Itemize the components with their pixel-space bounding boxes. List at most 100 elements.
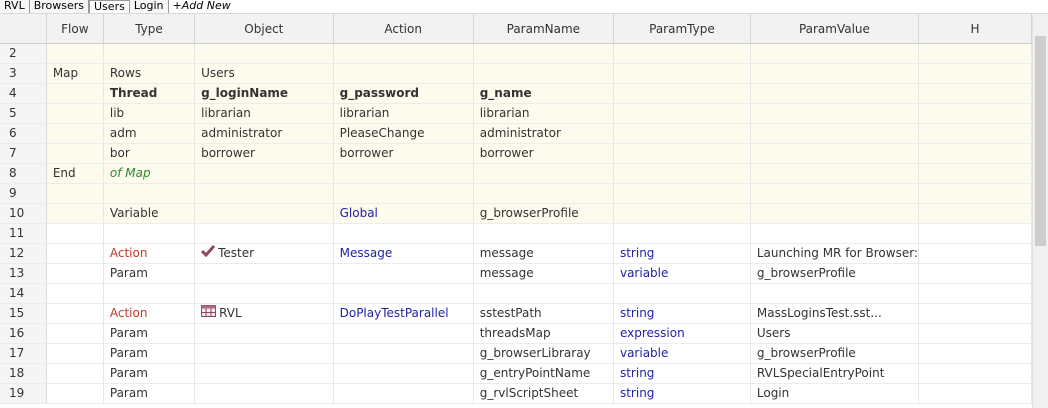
- row-number[interactable]: 2: [0, 43, 47, 64]
- cell-flow[interactable]: [46, 83, 104, 104]
- cell-paramtype[interactable]: [613, 43, 751, 64]
- column-header-type[interactable]: Type: [103, 14, 196, 44]
- cell-type[interactable]: Param: [103, 323, 196, 344]
- cell-action[interactable]: [333, 283, 474, 304]
- cell-object[interactable]: [194, 163, 334, 184]
- cell-paramvalue[interactable]: [750, 43, 919, 64]
- cell-object[interactable]: borrower: [194, 143, 334, 164]
- cell-h[interactable]: [918, 103, 1032, 124]
- cell-action[interactable]: [333, 343, 474, 364]
- cell-object[interactable]: [194, 263, 334, 284]
- cell-h[interactable]: [918, 123, 1032, 144]
- cell-flow[interactable]: [46, 243, 104, 264]
- cell-object[interactable]: administrator: [194, 123, 334, 144]
- cell-paramvalue[interactable]: Users: [750, 323, 919, 344]
- cell-type[interactable]: Action: [103, 243, 196, 264]
- cell-paramvalue[interactable]: [750, 163, 919, 184]
- cell-type[interactable]: [103, 183, 196, 204]
- cell-flow[interactable]: [46, 383, 104, 404]
- row-number[interactable]: 6: [0, 123, 47, 144]
- cell-paramtype[interactable]: [613, 123, 751, 144]
- cell-paramtype[interactable]: [613, 83, 751, 104]
- cell-type[interactable]: Param: [103, 263, 196, 284]
- cell-paramname[interactable]: borrower: [473, 143, 614, 164]
- cell-type[interactable]: Rows: [103, 63, 196, 84]
- cell-paramtype[interactable]: [613, 163, 751, 184]
- cell-paramvalue[interactable]: [750, 143, 919, 164]
- cell-object[interactable]: [194, 323, 334, 344]
- cell-paramvalue[interactable]: [750, 63, 919, 84]
- cell-type[interactable]: adm: [103, 123, 196, 144]
- cell-type[interactable]: Param: [103, 363, 196, 384]
- cell-paramname[interactable]: message: [473, 243, 614, 264]
- cell-paramtype[interactable]: [613, 283, 751, 304]
- cell-object[interactable]: [194, 383, 334, 404]
- row-number[interactable]: 11: [0, 223, 47, 244]
- cell-flow[interactable]: End: [46, 163, 104, 184]
- cell-h[interactable]: [918, 263, 1032, 284]
- cell-action[interactable]: PleaseChange: [333, 123, 474, 144]
- tab-users[interactable]: Users: [89, 0, 130, 13]
- column-header-paramvalue[interactable]: ParamValue: [750, 14, 919, 44]
- cell-paramname[interactable]: g_rvlScriptSheet: [473, 383, 614, 404]
- cell-paramvalue[interactable]: [750, 83, 919, 104]
- column-header-object[interactable]: Object: [194, 14, 334, 44]
- cell-paramvalue[interactable]: [750, 103, 919, 124]
- cell-type[interactable]: lib: [103, 103, 196, 124]
- cell-h[interactable]: [918, 43, 1032, 64]
- cell-paramname[interactable]: [473, 63, 614, 84]
- cell-action[interactable]: [333, 323, 474, 344]
- cell-h[interactable]: [918, 163, 1032, 184]
- tab-login[interactable]: Login: [129, 0, 169, 13]
- row-number[interactable]: 9: [0, 183, 47, 204]
- cell-h[interactable]: [918, 203, 1032, 224]
- cell-flow[interactable]: [46, 263, 104, 284]
- cell-paramname[interactable]: sstestPath: [473, 303, 614, 324]
- cell-flow[interactable]: [46, 223, 104, 244]
- cell-flow[interactable]: [46, 143, 104, 164]
- cell-type[interactable]: Thread: [103, 83, 196, 104]
- cell-action[interactable]: Message: [333, 243, 474, 264]
- cell-paramvalue[interactable]: [750, 123, 919, 144]
- cell-object[interactable]: [194, 43, 334, 64]
- row-number[interactable]: 17: [0, 343, 47, 364]
- row-number[interactable]: 16: [0, 323, 47, 344]
- row-number[interactable]: 19: [0, 383, 47, 404]
- cell-flow[interactable]: [46, 203, 104, 224]
- cell-object[interactable]: Tester: [194, 243, 334, 264]
- cell-paramtype[interactable]: [613, 103, 751, 124]
- cell-object[interactable]: [194, 283, 334, 304]
- cell-action[interactable]: librarian: [333, 103, 474, 124]
- cell-paramname[interactable]: [473, 183, 614, 204]
- cell-object[interactable]: [194, 363, 334, 384]
- cell-paramvalue[interactable]: [750, 183, 919, 204]
- cell-action[interactable]: [333, 263, 474, 284]
- cell-paramtype[interactable]: [613, 63, 751, 84]
- row-number[interactable]: 8: [0, 163, 47, 184]
- cell-action[interactable]: [333, 163, 474, 184]
- row-number[interactable]: 15: [0, 303, 47, 324]
- cell-type[interactable]: Param: [103, 383, 196, 404]
- cell-flow[interactable]: [46, 303, 104, 324]
- cell-paramtype[interactable]: variable: [613, 343, 751, 364]
- cell-paramname[interactable]: g_browserProfile: [473, 203, 614, 224]
- cell-type[interactable]: of Map: [103, 163, 196, 184]
- cell-action[interactable]: [333, 223, 474, 244]
- column-header-paramtype[interactable]: ParamType: [613, 14, 751, 44]
- row-number[interactable]: 14: [0, 283, 47, 304]
- cell-paramtype[interactable]: [613, 143, 751, 164]
- cell-paramvalue[interactable]: g_browserProfile: [750, 263, 919, 284]
- row-number[interactable]: 12: [0, 243, 47, 264]
- cell-h[interactable]: [918, 243, 1032, 264]
- cell-object[interactable]: [194, 223, 334, 244]
- cell-h[interactable]: [918, 183, 1032, 204]
- cell-type[interactable]: [103, 283, 196, 304]
- cell-flow[interactable]: [46, 123, 104, 144]
- cell-paramname[interactable]: message: [473, 263, 614, 284]
- cell-object[interactable]: librarian: [194, 103, 334, 124]
- cell-h[interactable]: [918, 383, 1032, 404]
- cell-type[interactable]: Action: [103, 303, 196, 324]
- cell-object[interactable]: [194, 203, 334, 224]
- cell-action[interactable]: borrower: [333, 143, 474, 164]
- cell-paramtype[interactable]: variable: [613, 263, 751, 284]
